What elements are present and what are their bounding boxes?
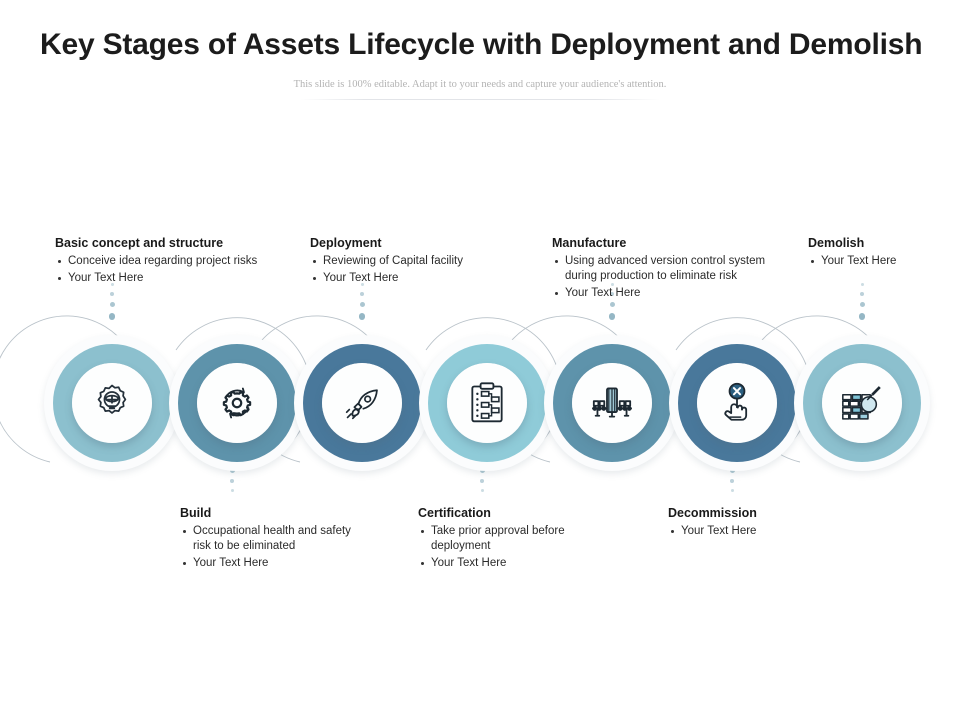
stage-bullet-list: Occupational health and safety risk to b… [180, 524, 365, 571]
stage-bullet: Occupational health and safety risk to b… [180, 524, 365, 554]
hand-cancel-icon [717, 382, 757, 424]
stage-bullet: Your Text Here [418, 556, 583, 571]
node-icon-well [322, 363, 402, 443]
stage-bullet: Your Text Here [310, 271, 540, 286]
stage-text-basic-concept: Basic concept and structure Conceive ide… [55, 236, 305, 288]
node-icon-well [697, 363, 777, 443]
stage-node-basic-concept[interactable] [44, 335, 180, 471]
stage-bullet-list: Reviewing of Capital facility Your Text … [310, 254, 540, 286]
dot-connector-deployment [355, 280, 369, 323]
dot-connector-basic-concept [105, 280, 119, 323]
stage-node-decommission[interactable] [669, 335, 805, 471]
stage-bullet-list: Your Text Here [808, 254, 958, 269]
stage-heading: Demolish [808, 236, 865, 250]
stage-heading: Decommission [668, 506, 757, 520]
stage-bullet: Conceive idea regarding project risks [55, 254, 305, 269]
dot-connector-manufacture [605, 280, 619, 323]
stage-heading: Manufacture [552, 236, 627, 250]
page-title: Key Stages of Assets Lifecycle with Depl… [40, 28, 923, 61]
stage-text-build: Build Occupational health and safety ris… [180, 506, 365, 573]
gear-target-icon [91, 382, 133, 424]
stage-bullet: Reviewing of Capital facility [310, 254, 540, 269]
stage-bullet-list: Conceive idea regarding project risks Yo… [55, 254, 305, 286]
stage-text-decommission: Decommission Your Text Here [668, 506, 858, 541]
stage-heading: Basic concept and structure [55, 236, 224, 250]
stage-bullet: Your Text Here [552, 286, 784, 301]
slide-subtitle: This slide is 100% editable. Adapt it to… [293, 79, 667, 90]
node-icon-well [447, 363, 527, 443]
stage-node-deployment[interactable] [294, 335, 430, 471]
stage-node-build[interactable] [169, 335, 305, 471]
clipboard-checklist-icon [467, 381, 507, 425]
node-icon-well [572, 363, 652, 443]
stage-text-demolish: Demolish Your Text Here [808, 236, 958, 271]
stage-bullet: Using advanced version control system du… [552, 254, 784, 284]
dot-connector-demolish [855, 280, 869, 323]
stage-text-certification: Certification Take prior approval before… [418, 506, 583, 573]
node-icon-well [72, 363, 152, 443]
stage-bullet-list: Take prior approval before deployment Yo… [418, 524, 583, 571]
stage-bullet-list: Using advanced version control system du… [552, 254, 784, 301]
node-icon-well [822, 363, 902, 443]
stage-bullet: Take prior approval before deployment [418, 524, 583, 554]
stage-bullet-list: Your Text Here [668, 524, 858, 539]
stage-text-manufacture: Manufacture Using advanced version contr… [552, 236, 784, 303]
header-divider [300, 99, 660, 100]
conveyor-belt-icon [590, 383, 634, 423]
stage-text-deployment: Deployment Reviewing of Capital facility… [310, 236, 540, 288]
node-icon-well [197, 363, 277, 443]
stage-bullet: Your Text Here [808, 254, 958, 269]
stage-node-demolish[interactable] [794, 335, 930, 471]
stage-node-certification[interactable] [419, 335, 555, 471]
stage-heading: Certification [418, 506, 491, 520]
stage-bullet: Your Text Here [668, 524, 858, 539]
stage-heading: Build [180, 506, 212, 520]
stage-bullet: Your Text Here [55, 271, 305, 286]
wrecking-ball-icon [839, 382, 885, 424]
stage-bullet: Your Text Here [180, 556, 365, 571]
rocket-icon [341, 382, 383, 424]
gear-refresh-icon [215, 381, 259, 425]
lifecycle-diagram [0, 232, 960, 612]
stage-heading: Deployment [310, 236, 382, 250]
stage-node-manufacture[interactable] [544, 335, 680, 471]
